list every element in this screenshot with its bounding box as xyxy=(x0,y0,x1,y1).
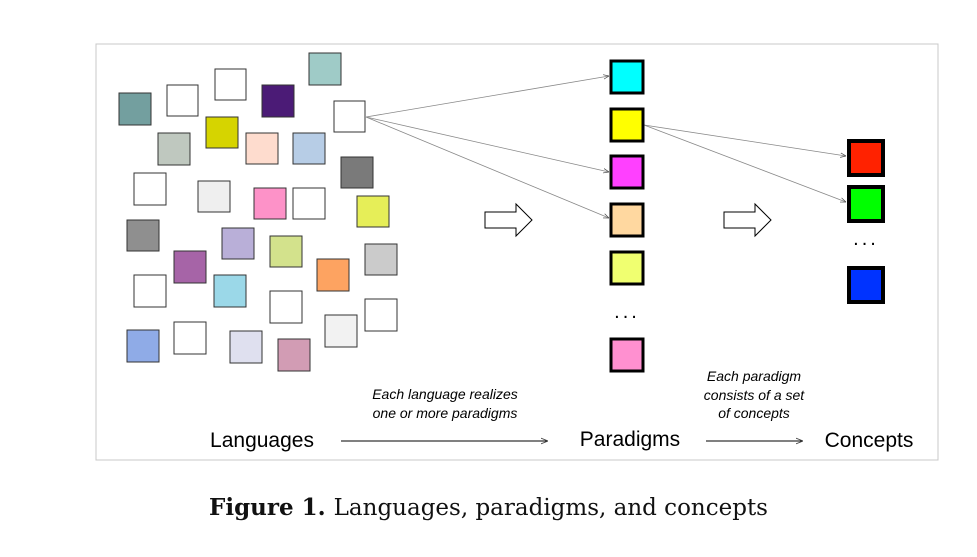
language-square xyxy=(253,187,287,220)
language-square xyxy=(356,195,390,228)
language-square xyxy=(333,100,366,133)
concept-squares xyxy=(847,139,885,304)
language-square xyxy=(126,329,160,363)
language-square xyxy=(229,330,263,364)
connector-line xyxy=(365,76,609,118)
paradigm-square xyxy=(609,202,645,238)
connector-line xyxy=(365,116,609,172)
paradigm-square xyxy=(609,107,645,143)
concept-square xyxy=(847,266,885,304)
language-square xyxy=(205,116,239,149)
language-square xyxy=(197,180,231,213)
language-square xyxy=(214,68,247,101)
language-square xyxy=(269,235,303,268)
block-arrow-icon xyxy=(723,202,772,238)
language-square xyxy=(245,132,279,165)
language-square xyxy=(133,172,167,206)
label-concepts: Concepts xyxy=(825,429,914,452)
language-squares xyxy=(118,52,398,372)
note-realizes-line2: one or more paradigms xyxy=(373,405,518,421)
concept-square xyxy=(847,139,885,177)
connector-line xyxy=(643,124,846,202)
note-realizes-line1: Each language realizes xyxy=(372,386,518,402)
connector-line xyxy=(365,116,609,219)
paradigm-square xyxy=(609,250,645,286)
paradigm-square xyxy=(609,154,645,190)
language-square xyxy=(292,187,326,220)
language-square xyxy=(316,258,350,292)
figure-caption: Figure 1. Languages, paradigms, and conce… xyxy=(0,494,977,521)
connector-line xyxy=(643,124,846,156)
language-square xyxy=(157,132,191,166)
caption-text: Languages, paradigms, and concepts xyxy=(333,495,768,521)
note-consists-line2: consists of a set xyxy=(704,387,805,403)
block-arrow-icon xyxy=(484,202,533,238)
language-square xyxy=(213,274,247,308)
note-consists-line1: Each paradigm xyxy=(707,368,802,384)
language-square xyxy=(277,338,311,372)
language-square xyxy=(324,314,358,348)
concept-square xyxy=(847,185,885,223)
paradigm-ellipsis: ... xyxy=(614,301,640,323)
label-paradigms: Paradigms xyxy=(580,428,680,451)
language-square xyxy=(269,290,303,324)
label-languages: Languages xyxy=(210,429,314,452)
language-square xyxy=(166,84,199,117)
language-square xyxy=(133,274,167,308)
language-square xyxy=(340,156,374,189)
paradigm-square xyxy=(609,59,645,95)
caption-label: Figure 1. xyxy=(209,494,326,521)
language-square xyxy=(364,298,398,332)
language-square xyxy=(292,132,326,165)
language-square xyxy=(118,92,152,126)
language-square xyxy=(126,219,160,252)
concept-ellipsis: ... xyxy=(853,228,879,250)
language-square xyxy=(364,243,398,276)
paradigm-squares xyxy=(609,59,645,373)
language-square xyxy=(173,321,207,355)
language-square xyxy=(221,227,255,260)
language-square xyxy=(173,250,207,284)
note-consists-line3: of concepts xyxy=(718,405,790,421)
language-square xyxy=(308,52,342,86)
connector-lines xyxy=(365,76,846,219)
paradigm-square xyxy=(609,337,645,373)
language-square xyxy=(261,84,295,118)
